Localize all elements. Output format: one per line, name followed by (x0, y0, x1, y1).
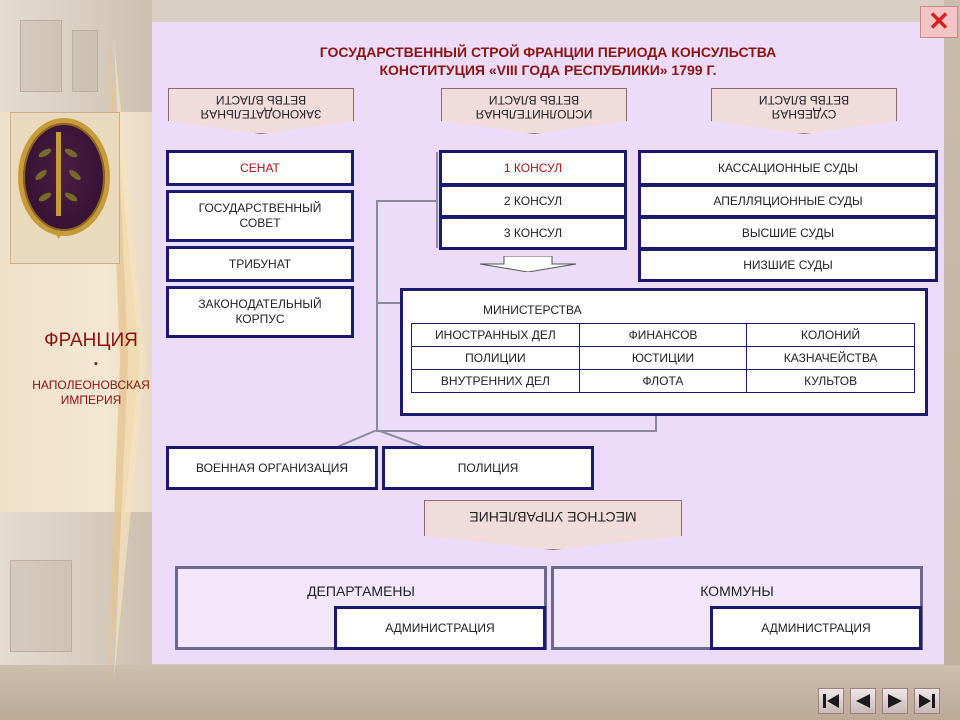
communes-label: КОММУНЫ (700, 583, 774, 599)
box-military-organization: ВОЕННАЯ ОРГАНИЗАЦИЯ (166, 446, 378, 490)
ministries-title: МИНИСТЕРСТВА (483, 303, 582, 317)
down-arrow-icon (479, 256, 577, 272)
ministry-cell: ИНОСТРАННЫХ ДЕЛ (411, 323, 580, 347)
sidebar-bullet: ▪ (94, 358, 98, 370)
table-row: ИНОСТРАННЫХ ДЕЛ ФИНАНСОВ КОЛОНИЙ (411, 323, 915, 347)
legion-star-icon: ✦ (52, 227, 66, 244)
box-higher-courts: ВЫСШИЕ СУДЫ (638, 216, 938, 250)
last-slide-button[interactable] (914, 688, 940, 714)
background-window (10, 560, 72, 652)
first-slide-button[interactable] (818, 688, 844, 714)
ministry-cell: ПОЛИЦИИ (411, 346, 580, 370)
connector-line (376, 200, 438, 202)
ministry-cell: ВНУТРЕННИХ ДЕЛ (411, 369, 580, 393)
branch-executive-label: ИСПОЛНИТЕЛЬНАЯ ВЕТВЬ ВЛАСТИ (475, 93, 593, 121)
box-police: ПОЛИЦИЯ (382, 446, 594, 490)
sidebar-subtitle: НАПОЛЕОНОВСКАЯ ИМПЕРИЯ (32, 378, 150, 407)
diagram-title: ГОСУДАРСТВЕННЫЙ СТРОЙ ФРАНЦИИ ПЕРИОДА КО… (152, 43, 944, 79)
box-lower-courts: НИЗШИЕ СУДЫ (638, 248, 938, 282)
connector-line (376, 430, 656, 432)
ministry-cell: ФЛОТА (578, 369, 748, 393)
ministry-cell: КАЗНАЧЕЙСТВА (746, 346, 915, 370)
box-consul-3: 3 КОНСУЛ (439, 216, 627, 250)
box-state-council: ГОСУДАРСТВЕННЫЙ СОВЕТ (166, 190, 354, 242)
background-window (20, 20, 62, 92)
connector-line (376, 302, 400, 304)
first-icon (823, 694, 839, 708)
ministry-cell: КОЛОНИЙ (746, 323, 915, 347)
title-line-1: ГОСУДАРСТВЕННЫЙ СТРОЙ ФРАНЦИИ ПЕРИОДА КО… (319, 44, 777, 60)
ministry-cell: ФИНАНСОВ (578, 323, 748, 347)
ministry-cell: КУЛЬТОВ (746, 369, 915, 393)
title-line-2: КОНСТИТУЦИЯ «VIII ГОДА РЕСПУБЛИКИ» 1799 … (379, 62, 717, 78)
communes-administration: АДМИНИСТРАЦИЯ (710, 606, 922, 650)
branch-judicial-label: СУДЕБНАЯ ВЕТВЬ ВЛАСТИ (758, 93, 850, 121)
connector-line (376, 200, 378, 432)
connector-line (655, 416, 657, 432)
sidebar-title: ФРАНЦИЯ (44, 330, 138, 351)
ministries-table: ИНОСТРАННЫХ ДЕЛ ФИНАНСОВ КОЛОНИЙ ПОЛИЦИИ… (411, 323, 915, 393)
ministries-box: МИНИСТЕРСТВА ИНОСТРАННЫХ ДЕЛ ФИНАНСОВ КО… (400, 288, 928, 416)
napoleon-seal-icon (18, 118, 110, 236)
background-window (72, 30, 98, 92)
box-legislative-corps: ЗАКОНОДАТЕЛЬНЫЙ КОРПУС (166, 286, 354, 338)
departments-administration: АДМИНИСТРАЦИЯ (334, 606, 546, 650)
ministry-cell: ЮСТИЦИИ (578, 346, 748, 370)
branch-legislative-label: ЗАКОНОДАТЕЛЬНАЯ ВЕТВЬ ВЛАСТИ (200, 93, 322, 121)
previous-slide-button[interactable] (850, 688, 876, 714)
last-icon (919, 694, 935, 708)
box-appeal-courts: АПЕЛЛЯЦИОННЫЕ СУДЫ (638, 184, 938, 218)
background-bottom (0, 665, 960, 720)
table-row: ПОЛИЦИИ ЮСТИЦИИ КАЗНАЧЕЙСТВА (411, 346, 915, 370)
background-right (944, 0, 960, 720)
close-button[interactable]: ✕ (920, 6, 958, 38)
branch-judicial: СУДЕБНАЯ ВЕТВЬ ВЛАСТИ (711, 88, 897, 134)
box-tribunate: ТРИБУНАТ (166, 246, 354, 282)
box-consul-1: 1 КОНСУЛ (439, 150, 627, 186)
next-icon (888, 694, 902, 708)
table-row: ВНУТРЕННИХ ДЕЛ ФЛОТА КУЛЬТОВ (411, 369, 915, 393)
previous-icon (856, 694, 870, 708)
departments-label: ДЕПАРТАМЕНЫ (307, 583, 415, 599)
local-government-label: МЕСТНОЕ УПРАВЛЕНИЕ (469, 509, 637, 525)
box-consul-2: 2 КОНСУЛ (439, 184, 627, 218)
seal-fasces-icon (56, 132, 61, 216)
box-cassation-courts: КАССАЦИОННЫЕ СУДЫ (638, 150, 938, 186)
next-slide-button[interactable] (882, 688, 908, 714)
box-senate: СЕНАТ (166, 150, 354, 186)
